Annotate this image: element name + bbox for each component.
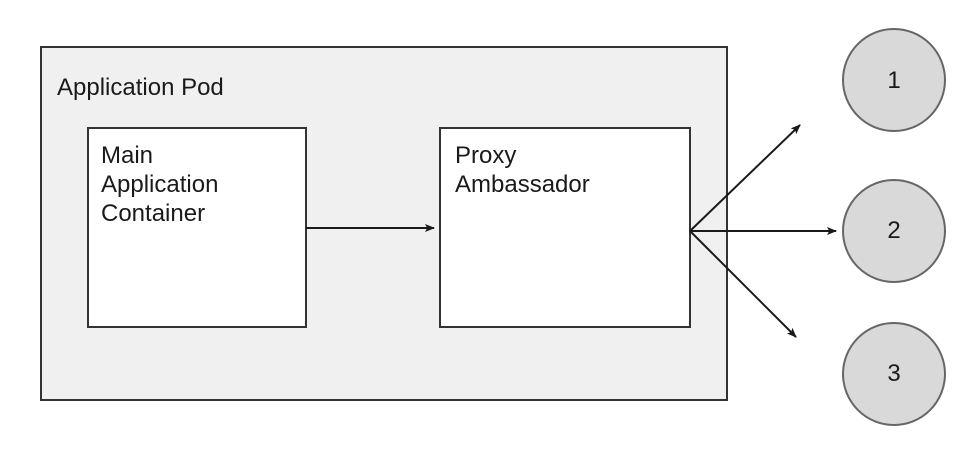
service-node-2 bbox=[842, 179, 946, 283]
service-node-1 bbox=[842, 28, 946, 132]
connector-proxy-to-service-1 bbox=[689, 124, 801, 232]
service-node-1-label: 1 bbox=[887, 67, 901, 94]
service-node-2-label: 2 bbox=[887, 217, 901, 244]
main-application-container-box bbox=[87, 127, 307, 328]
proxy-ambassador-container-box bbox=[439, 127, 691, 328]
service-node-3-label: 3 bbox=[887, 360, 901, 387]
connector-proxy-to-service-3 bbox=[689, 230, 797, 338]
service-node-3 bbox=[842, 322, 946, 426]
